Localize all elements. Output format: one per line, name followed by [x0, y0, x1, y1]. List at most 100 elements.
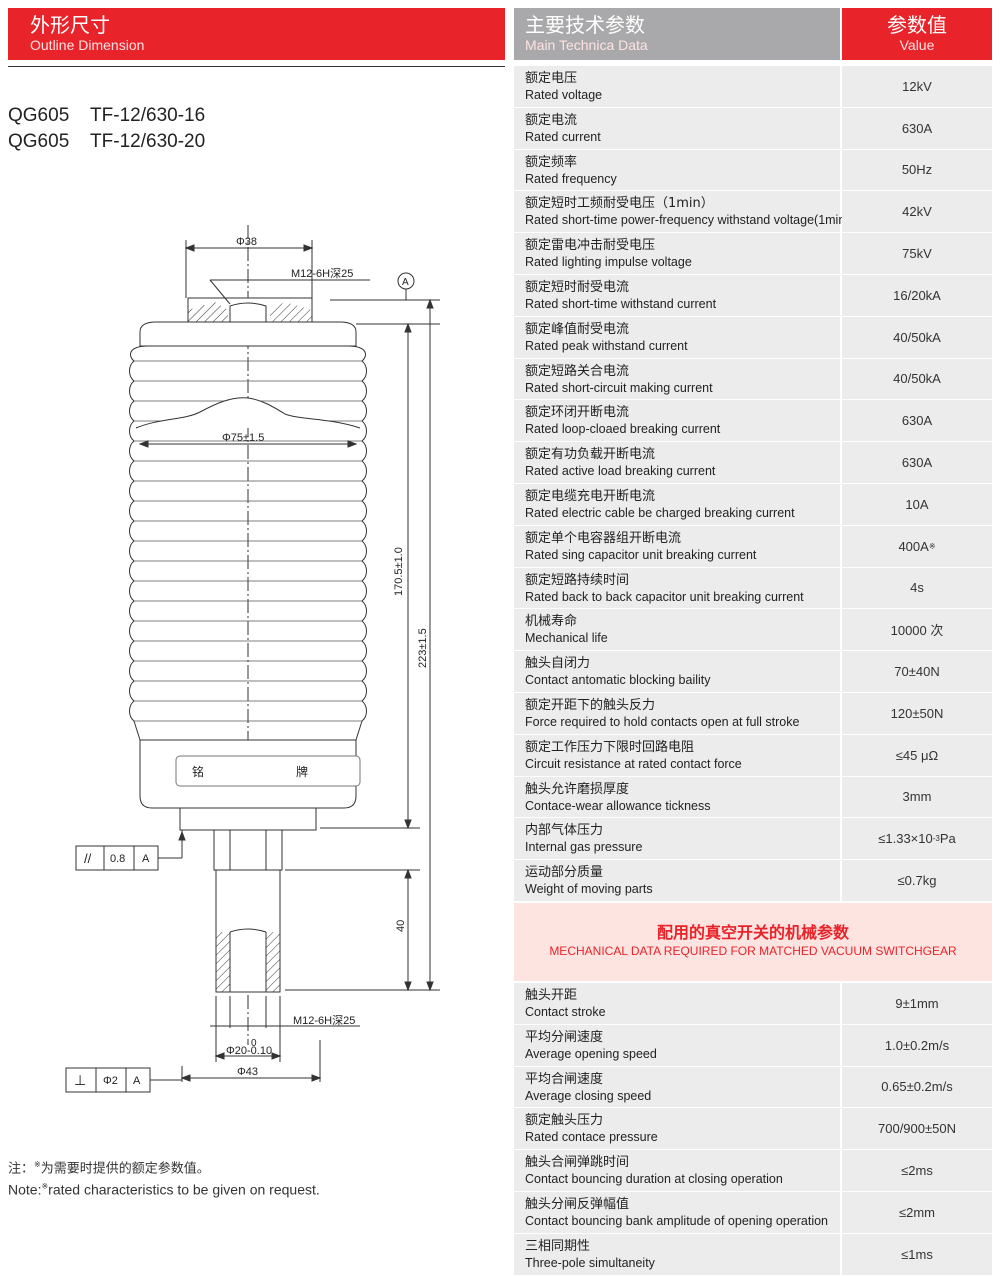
note-prefix-zh: 注：: [8, 1161, 35, 1177]
param-name-en: Rated back to back capacitor unit breaki…: [525, 589, 804, 604]
param-name-zh: 平均合闸速度: [525, 1071, 604, 1087]
param-value: ≤1.33×10: [878, 831, 933, 847]
param-name-zh: 内部气体压力: [525, 823, 604, 839]
header-title-en: Outline Dimension: [30, 37, 145, 53]
param-name-en: Rated contace pressure: [525, 1130, 658, 1145]
param-value-cell: 40/50kA: [842, 358, 992, 400]
outline-drawing: Φ38 M12-6H深25 A Φ75±1.5 170.5±1.0 223±1.…: [65, 225, 440, 1093]
dim-223: 223±1.5: [417, 628, 429, 668]
nameplate-char-a: 铭: [192, 764, 204, 779]
param-name-zh: 额定触头压力: [525, 1113, 604, 1129]
value-header: 参数值 Value: [842, 8, 992, 60]
note-prefix-en: Note:: [8, 1181, 42, 1198]
param-name-en: Rated lighting impulse voltage: [525, 255, 692, 270]
param-value-cell: 40/50kA: [842, 316, 992, 358]
param-name-zh: 额定雷电冲击耐受电压: [525, 238, 656, 254]
param-value: 4s: [910, 580, 924, 596]
footnote-zh: 注：※为需要时提供的额定参数值。: [8, 1156, 320, 1178]
model-list: QG605 TF-12/630-16 QG605 TF-12/630-20: [8, 103, 205, 155]
param-value-cell: 70±40N: [842, 651, 992, 692]
param-name-zh: 触头合闸弹跳时间: [525, 1155, 630, 1171]
param-value: 42kV: [902, 204, 932, 220]
param-name-zh: 运动部分质量: [525, 865, 604, 881]
param-value: ≤1ms: [901, 1246, 933, 1262]
param-name-zh: 额定短路持续时间: [525, 572, 630, 588]
model-name: TF-12/630-20: [90, 131, 206, 152]
param-name-en: Rated short-circuit making current: [525, 380, 713, 395]
note-text-en: rated characteristics to be given on req…: [48, 1181, 320, 1198]
param-name-zh: 额定开距下的触头反力: [525, 697, 656, 713]
note-mark: ※: [41, 1182, 49, 1192]
param-value-cell: 4s: [842, 567, 992, 609]
mechanical-section-banner: 配用的真空开关的机械参数 MECHANICAL DATA REQUIRED FO…: [514, 903, 992, 981]
param-name-zh: 额定短时工频耐受电压（1min）: [525, 196, 714, 212]
model-line: QG605 TF-12/630-16: [8, 103, 205, 129]
param-name-en: Rated short-time power-frequency withsta…: [525, 213, 850, 228]
param-value-cell: ≤2mm: [842, 1191, 992, 1233]
parallel-tolerance-frame: [75, 845, 159, 871]
param-value: 630A: [901, 455, 933, 471]
param-value-cell: 630A: [842, 400, 992, 442]
param-value: ≤0.7kg: [897, 873, 937, 889]
param-value: 120±50N: [890, 705, 944, 721]
param-value-cell: 75kV: [842, 233, 992, 274]
param-name-en: Rated active load breaking current: [525, 464, 716, 479]
note-text-zh: 为需要时提供的额定参数值。: [40, 1161, 210, 1177]
param-value-cell: 0.65±0.2m/s: [842, 1066, 992, 1108]
param-name-en: Mechanical life: [525, 631, 608, 646]
param-value-cell: ≤1ms: [842, 1233, 992, 1275]
param-name-en: Rated loop-cloaed breaking current: [525, 422, 721, 437]
footnote-en: Note:※rated characteristics to be given …: [8, 1178, 320, 1199]
param-name-zh: 额定单个电容器组开断电流: [525, 530, 682, 546]
param-name-zh: 机械寿命: [525, 614, 578, 630]
dim-phi75: Φ75±1.5: [222, 432, 264, 444]
perpendicular-tolerance-frame: [65, 1067, 151, 1093]
param-value: 10A: [905, 496, 929, 512]
dim-m12-top: M12-6H深25: [291, 267, 353, 280]
dim-phi20-upper: 0: [251, 1038, 257, 1049]
param-name-zh: 额定频率: [525, 154, 578, 170]
model-name: TF-12/630-16: [90, 105, 206, 126]
param-value: 40/50kA: [893, 329, 941, 345]
param-value-exponent: -3: [932, 834, 940, 844]
param-name-en: Force required to hold contacts open at …: [525, 714, 800, 729]
header-title-zh: 外形尺寸: [30, 13, 110, 37]
tech-header-zh: 主要技术参数: [525, 13, 645, 37]
dim-phi20: Φ20-0.10: [226, 1045, 272, 1057]
param-value: 10000 次: [890, 623, 944, 639]
param-value: 12kV: [902, 78, 932, 94]
param-value-cell: ≤45 μΩ: [842, 734, 992, 776]
param-name-zh: 额定电流: [525, 112, 578, 128]
param-name-zh: 额定电缆充电开断电流: [525, 488, 656, 504]
param-name-zh: 三相同期性: [525, 1238, 591, 1254]
param-name-zh: 平均分闸速度: [525, 1029, 604, 1045]
param-name-en: Rated frequency: [525, 171, 617, 186]
param-name-en: Rated peak withstand current: [525, 338, 688, 353]
dim-170: 170.5±1.0: [393, 547, 405, 596]
parallel-ref: A: [142, 853, 150, 865]
parallel-value: 0.8: [110, 853, 125, 865]
